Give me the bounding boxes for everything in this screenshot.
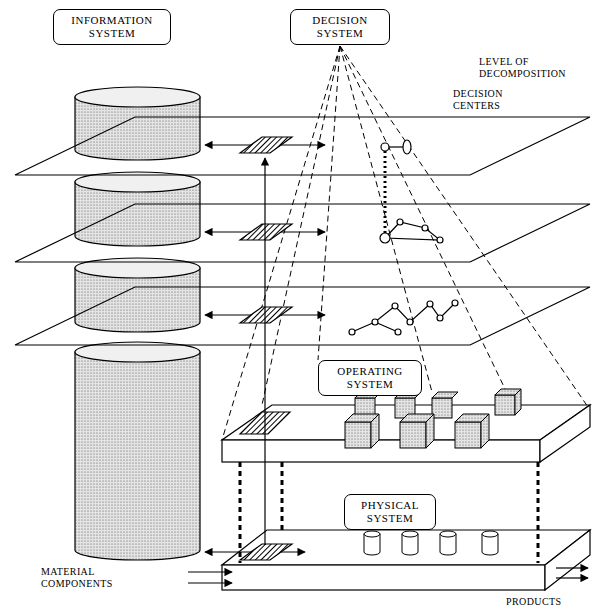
decision-center <box>407 319 413 325</box>
decision-center <box>380 233 390 243</box>
unit-cube-top <box>432 392 458 398</box>
decision-center <box>437 237 443 243</box>
decision-center <box>397 219 403 225</box>
unit-cube-side <box>515 389 521 415</box>
unit-cube <box>432 398 452 418</box>
unit-cube <box>400 422 426 448</box>
dotted-link <box>384 151 387 236</box>
projection-line <box>340 46 588 407</box>
layer-link <box>239 462 242 563</box>
slab-top <box>222 530 590 565</box>
decision-center <box>403 140 411 154</box>
decision-center <box>422 225 428 231</box>
material-flow <box>188 568 588 583</box>
system-box: PHYSICAL SYSTEM <box>344 494 436 530</box>
decision-center <box>427 301 433 307</box>
decision-center <box>437 315 443 321</box>
decision-center <box>381 143 389 151</box>
slab-side <box>540 405 590 462</box>
level-plane <box>15 117 590 175</box>
input-arrow <box>188 582 232 583</box>
annotation-label: DECISION CENTERS <box>452 88 524 112</box>
system-box: DECISION SYSTEM <box>290 9 390 45</box>
drum-top <box>440 531 456 537</box>
decision-projection <box>222 46 588 440</box>
slab-front <box>222 565 545 590</box>
hatched-link <box>240 224 292 240</box>
center-links <box>385 222 440 240</box>
decision-center <box>395 329 401 335</box>
unit-cube <box>495 395 515 415</box>
cylinder-top <box>75 87 200 107</box>
physical-drums <box>364 531 498 555</box>
layer-link <box>537 462 540 563</box>
drum-top <box>402 531 418 537</box>
unit-cube <box>455 422 481 448</box>
decision-centers <box>349 140 458 335</box>
drum-top <box>482 531 498 537</box>
unit-cube-side <box>426 414 434 448</box>
decision-center <box>372 319 378 325</box>
information-cylinder <box>75 87 200 560</box>
projection-line <box>340 46 432 392</box>
output-arrow <box>556 567 588 568</box>
output-arrow <box>556 577 588 578</box>
input-arrow <box>188 571 232 572</box>
box-label: PHYSICAL SYSTEM <box>351 499 429 525</box>
hatched-link <box>240 307 292 323</box>
decision-center <box>452 300 458 306</box>
box-label: DECISION SYSTEM <box>297 14 383 40</box>
system-box: INFORMATION SYSTEM <box>53 9 171 45</box>
decision-center <box>349 329 355 335</box>
annotation-label: LEVEL OF DECOMPOSITION <box>478 56 580 80</box>
operating-units <box>345 389 521 448</box>
center-links <box>352 303 455 332</box>
physical-slab <box>205 530 590 590</box>
cylinder-top <box>75 258 200 278</box>
slab-front <box>222 440 540 462</box>
box-label: INFORMATION SYSTEM <box>60 14 164 40</box>
slab-side <box>545 530 590 590</box>
hatched-link <box>240 544 292 560</box>
annotation-label: MATERIAL COMPONENTS <box>40 566 134 590</box>
layer-link <box>281 462 284 530</box>
annotation-label: PRODUCTS <box>505 596 562 608</box>
layer-links <box>240 462 538 563</box>
unit-cube-side <box>481 414 489 448</box>
cylinder-body <box>75 352 200 560</box>
hatched-link <box>240 137 292 153</box>
system-box: OPERATING SYSTEM <box>318 360 422 396</box>
projection-line <box>318 46 340 360</box>
level-plane <box>15 287 590 345</box>
decomposition-planes <box>15 117 590 345</box>
unit-cube <box>345 422 371 448</box>
box-label: OPERATING SYSTEM <box>325 365 415 391</box>
information-arrow <box>264 158 265 545</box>
drum-top <box>364 531 380 537</box>
decision-center <box>392 303 398 309</box>
level-plane <box>15 204 590 262</box>
unit-cube-side <box>371 414 379 448</box>
center-link <box>389 146 403 147</box>
